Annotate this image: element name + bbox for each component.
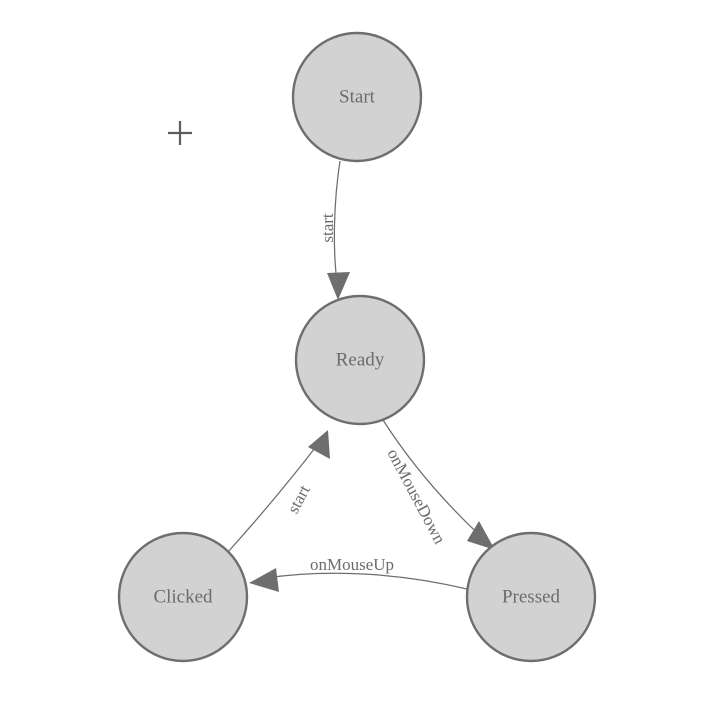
edge-line bbox=[227, 443, 319, 553]
node-label: Ready bbox=[336, 349, 385, 370]
arrowhead-icon bbox=[467, 521, 495, 550]
node-start[interactable]: Start bbox=[291, 31, 423, 163]
node-clicked[interactable]: Clicked bbox=[117, 531, 249, 663]
node-circle bbox=[117, 531, 249, 663]
edge-label-onmouseup: onMouseUp bbox=[310, 555, 394, 574]
node-label: Clicked bbox=[153, 586, 213, 607]
arrowhead-icon bbox=[327, 272, 350, 300]
node-ready[interactable]: Ready bbox=[294, 294, 426, 426]
edge-label-start-return: start bbox=[283, 482, 314, 517]
edge-clicked-to-ready[interactable]: start bbox=[227, 430, 330, 553]
edge-label-start: start bbox=[318, 213, 337, 243]
arrowhead-icon bbox=[249, 568, 279, 592]
node-circle bbox=[291, 31, 423, 163]
node-pressed[interactable]: Pressed bbox=[465, 531, 597, 663]
edge-ready-to-pressed[interactable]: onMouseDown bbox=[382, 419, 495, 550]
edge-pressed-to-clicked[interactable]: onMouseUp bbox=[249, 555, 468, 592]
edge-line bbox=[265, 572, 468, 590]
plus-marker-icon bbox=[168, 121, 192, 145]
node-circle bbox=[294, 294, 426, 426]
edge-start-to-ready[interactable]: start bbox=[318, 160, 350, 300]
node-label: Start bbox=[339, 86, 376, 107]
arrowhead-icon bbox=[308, 430, 330, 459]
edge-label-onmousedown: onMouseDown bbox=[383, 446, 449, 548]
node-label: Pressed bbox=[502, 586, 561, 607]
node-circle bbox=[465, 531, 597, 663]
